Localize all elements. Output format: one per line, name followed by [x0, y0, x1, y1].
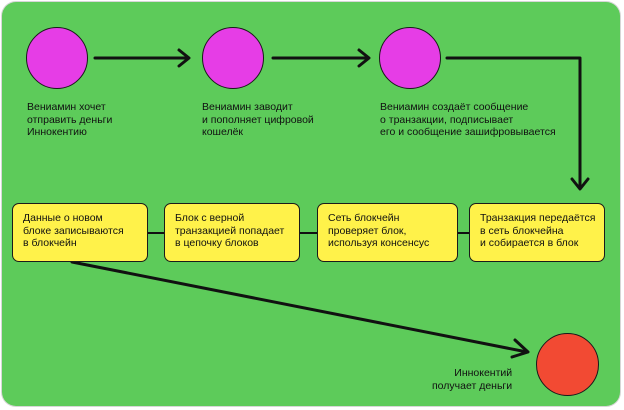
arrowhead-1-to-2	[177, 48, 191, 68]
step-label-create-transaction: Вениамин создаёт сообщение о транзакции,…	[380, 101, 556, 138]
arrow-3-to-4	[445, 56, 582, 190]
step-label-receive-money: Иннокентий получает деньги	[432, 367, 513, 392]
transaction-node-circle	[379, 27, 441, 89]
step-label-want-to-send: Вениамин хочет отправить деньги Иннокент…	[27, 101, 113, 138]
arrowhead-3-to-4	[570, 177, 590, 191]
arrow-7-to-8	[70, 260, 529, 354]
step-box-verify-block: Сеть блокчейн проверяет блок, используя …	[317, 203, 458, 262]
step-box-add-to-chain: Блок с верной транзакцией попадает в цеп…	[164, 203, 300, 262]
arrowhead-7-to-8	[510, 338, 530, 359]
end-node-circle	[536, 333, 599, 396]
step-box-broadcast-transaction: Транзакция передаётся в сеть блокчейна и…	[469, 203, 605, 262]
arrowhead-2-to-3	[357, 48, 371, 68]
wallet-node-circle	[202, 27, 264, 89]
step-label-create-wallet: Вениамин заводит и пополняет цифровой ко…	[202, 101, 314, 138]
step-box-write-to-blockchain: Данные о новом блоке записываются в блок…	[12, 203, 148, 262]
start-node-circle	[26, 27, 88, 89]
